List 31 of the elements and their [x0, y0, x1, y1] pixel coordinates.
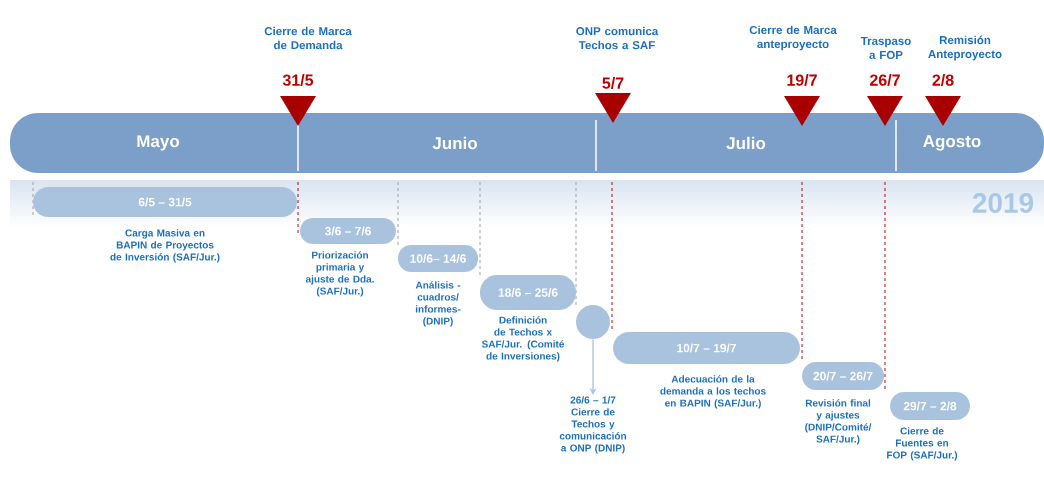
month-label: Mayo — [137, 135, 180, 151]
milestone-date: 2/8 — [932, 74, 954, 86]
task-description: Adecuación de la demanda a los techos en BAPIN (SAF/Jur.) — [660, 375, 766, 409]
milestone-title: Remisión Anteproyecto — [928, 35, 1002, 61]
milestone-date: 31/5 — [282, 74, 314, 86]
milestone-circle — [576, 305, 610, 339]
task-description: Revisión final y ajustes (DNIP/Comité/ SAF/Jur.) — [805, 399, 872, 445]
task-bar: 10/7 – 19/7 — [613, 332, 800, 364]
milestone-date: 19/7 — [787, 74, 817, 86]
task-bar: 18/6 – 25/6 — [480, 275, 576, 310]
task-description: Carga Masiva en BAPIN de Proyectos de Inversión (SAF/Jur.) — [110, 229, 220, 263]
task-description: Priorización primaria y ajuste de Dda. (SAF/Jur.) — [305, 251, 374, 297]
milestone-title: Traspaso a FOP — [860, 37, 911, 59]
month-label: Junio — [432, 136, 477, 150]
task-description: Análisis -cuadros/ informes- (DNIP) — [415, 281, 461, 327]
task-bar: 10/6– 14/6 — [398, 245, 478, 272]
month-label: Julio — [726, 136, 766, 150]
task-bar: 6/5 – 31/5 — [33, 187, 297, 217]
task-bar: 29/7 – 2/8 — [890, 392, 970, 420]
milestone-title: Cierre de Marca anteproyecto — [749, 25, 837, 51]
month-label: Agosto — [923, 135, 981, 151]
task-description: Definición de Techos x SAF/Jur. (Comité de Inversiones) — [481, 316, 565, 362]
task-bar: 20/7 – 26/7 — [802, 362, 884, 390]
milestone-title: ONP comunica Techos a SAF — [576, 26, 659, 50]
year-label: 2019 — [972, 193, 1034, 213]
milestone-title: Cierre de Marca de Demanda — [264, 26, 352, 50]
task-description: Cierre de Fuentes en FOP (SAF/Jur.) — [887, 427, 958, 461]
task-bar: 3/6 – 7/6 — [300, 218, 396, 244]
task-description: 26/6 – 1/7 Cierre de Techos y comunicación a ONP (DNIP) — [559, 396, 626, 454]
milestone-date: 5/7 — [602, 77, 624, 89]
milestone-date: 26/7 — [870, 74, 900, 86]
